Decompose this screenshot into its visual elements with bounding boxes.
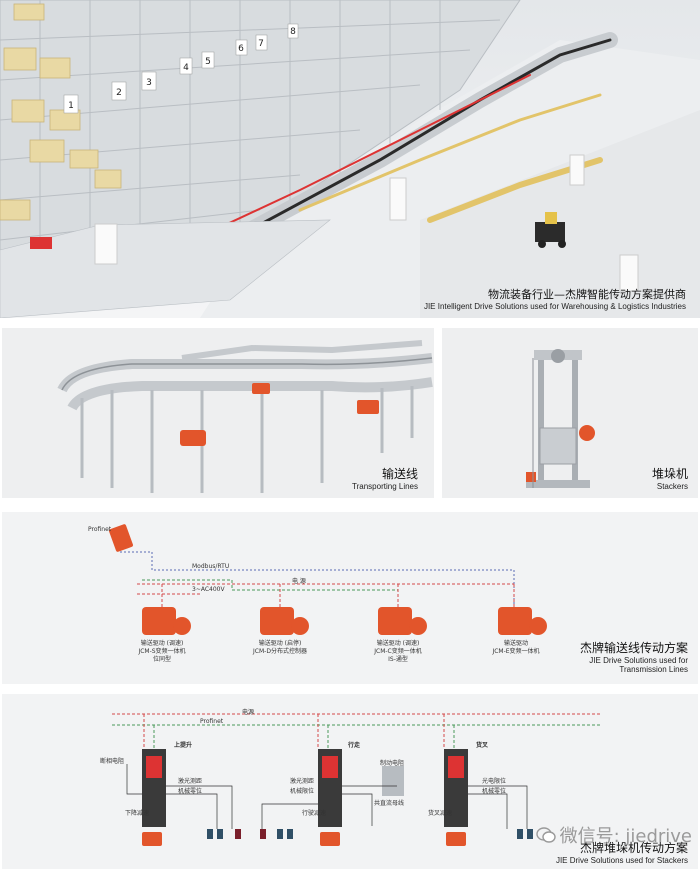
profinet-label: Profinet <box>88 526 112 533</box>
stacker-network-diagram <box>112 713 602 846</box>
brake-resistor-icon <box>382 766 404 796</box>
inverter-cabinet-2-icon <box>318 749 342 827</box>
unit-3-c: 货叉减速 <box>428 810 453 817</box>
unit-3-b: 机械零位 <box>482 788 507 795</box>
rack-number-6: 6 <box>238 44 244 54</box>
unit-3-a: 光电限位 <box>482 778 507 785</box>
inverter-cabinet-3-icon <box>444 749 468 827</box>
modbus-label: Modbus/RTU <box>192 563 230 570</box>
panel-transporting-lines: 输送线 Transporting Lines <box>2 328 434 498</box>
unit-2-a: 激光测距 <box>290 778 315 785</box>
unit-1-left: 断相电阻 <box>100 758 125 765</box>
wechat-icon <box>535 827 556 843</box>
stacker-motor-icon <box>579 425 595 441</box>
rack-number-5: 5 <box>205 57 211 67</box>
drive-motor-1-icon <box>142 607 191 635</box>
warehouse-illustration: 1 2 3 4 5 6 7 8 <box>0 0 700 318</box>
forklift-icon <box>535 212 566 248</box>
dc-bus-label: 共直流母线 <box>374 800 405 807</box>
drive-2-caption: 输送驱动 (启停)JCM-D分布式控制器 <box>253 640 307 656</box>
stacker-diagram-caption-zh: 杰牌堆垛机传动方案 <box>579 841 688 855</box>
transporting-caption: 输送线 Transporting Lines <box>352 467 418 491</box>
rack-number-7: 7 <box>258 39 264 49</box>
drive-1-caption: 输送驱动 (调速)JCM-S变频一体机位同型 <box>138 640 186 664</box>
unit-1-a: 激光测距 <box>178 778 203 785</box>
warehouse-caption-zh: 物流装备行业—杰牌智能传动方案提供商 <box>488 288 686 301</box>
stackers-caption-zh: 堆垛机 <box>651 467 688 481</box>
rack-number-4: 4 <box>183 63 189 73</box>
transmission-caption-zh: 杰牌输送线传动方案 <box>579 641 688 655</box>
stacker-power-label: 电源 <box>242 709 255 716</box>
stacker-diagram-caption: 杰牌堆垛机传动方案 JIE Drive Solutions used for S… <box>555 841 688 865</box>
unit-2-title: 行走 <box>348 742 361 749</box>
transmission-network-diagram <box>109 524 547 635</box>
panel-stacker-diagram: 电源 Profinet 上提升 激光测距 机械零位 下降减速 断相电阻 行走 激… <box>2 694 698 869</box>
conveyor-illustration <box>57 340 433 493</box>
unit-2-c: 行驶减速 <box>302 810 327 817</box>
inverter-cabinet-1-icon <box>142 749 166 827</box>
stacker-profinet-label: Profinet <box>200 718 224 725</box>
drive-motor-3-icon <box>378 607 427 635</box>
drive-motor-2-icon <box>260 607 309 635</box>
transmission-caption-en-1: JIE Drive Solutions used for <box>589 655 688 665</box>
unit-3-title: 货叉 <box>476 742 489 749</box>
unit-1-title: 上提升 <box>174 742 193 749</box>
panel-warehouse: 1 2 3 4 5 6 7 8 <box>0 0 700 318</box>
stackers-caption: 堆垛机 Stackers <box>651 467 688 491</box>
rack-number-8: 8 <box>290 27 296 37</box>
transmission-caption: 杰牌输送线传动方案 JIE Drive Solutions used for T… <box>579 641 688 674</box>
unit-2-b: 机械限位 <box>290 788 315 795</box>
transporting-caption-en: Transporting Lines <box>352 481 418 491</box>
transporting-caption-zh: 输送线 <box>381 467 418 481</box>
rack-number-3: 3 <box>146 78 152 88</box>
warehouse-caption: 物流装备行业—杰牌智能传动方案提供商 JIE Intelligent Drive… <box>423 288 686 311</box>
motor-drive-icon <box>180 383 379 446</box>
transmission-caption-en-2: Transmission Lines <box>619 664 688 674</box>
stackers-caption-en: Stackers <box>656 481 688 491</box>
drive-motor-4-icon <box>498 607 547 635</box>
rack-number-2: 2 <box>116 88 122 98</box>
stacker-diagram-caption-en: JIE Drive Solutions used for Stackers <box>555 855 688 865</box>
power-label: 电 源 <box>292 578 306 585</box>
panel-transmission-diagram: Profinet Modbus/RTU 电 源 3~AC400V 输送驱动 (调… <box>2 512 698 684</box>
warehouse-caption-en: JIE Intelligent Drive Solutions used for… <box>423 301 686 311</box>
voltage-label: 3~AC400V <box>192 586 225 593</box>
unit-1-c: 下降减速 <box>125 810 150 817</box>
unit-1-b: 机械零位 <box>178 788 203 795</box>
brake-resistor-label: 制动电阻 <box>380 760 405 767</box>
watermark-text: 微信号: jiedrive <box>559 826 692 847</box>
stacker-illustration <box>526 349 595 488</box>
panel-stackers: 堆垛机 Stackers <box>442 328 698 498</box>
wechat-watermark: 微信号: jiedrive <box>535 822 692 848</box>
rack-number-1: 1 <box>68 101 74 111</box>
profinet-drive-icon <box>109 524 133 552</box>
